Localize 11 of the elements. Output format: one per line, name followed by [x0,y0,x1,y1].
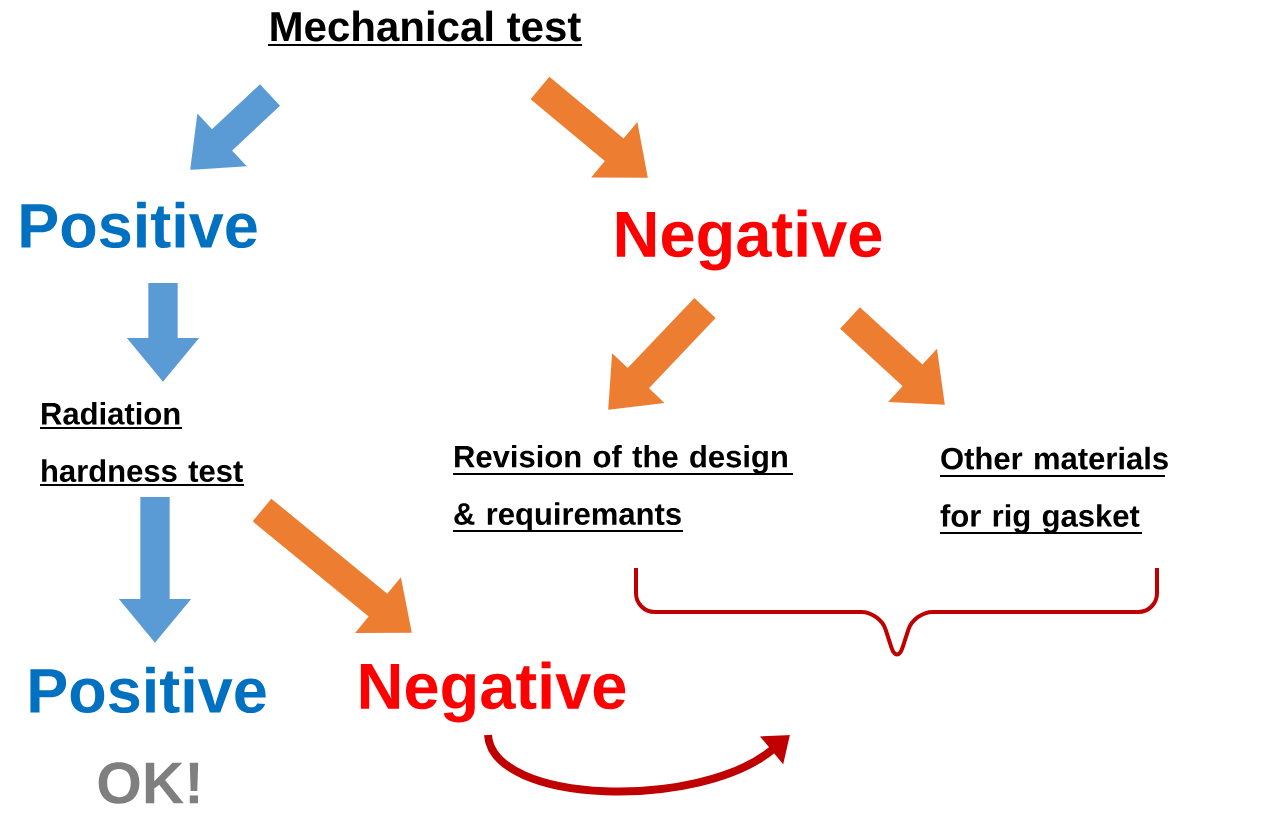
text-block: Other materials for rig gasket [940,446,1168,535]
text-block: Revision of the design & requiremants [453,444,793,533]
block-arrow [608,297,716,410]
text-label: Positive [30,666,266,714]
text-label: Negative [360,661,626,723]
text-label: Negative [616,209,882,271]
status-label: OK! [98,762,199,804]
curved-arrow [484,733,790,796]
text-label: Mechanical test [268,10,582,47]
text-block: Radiation hardness test [40,401,244,487]
text-label: Positive [21,201,257,249]
